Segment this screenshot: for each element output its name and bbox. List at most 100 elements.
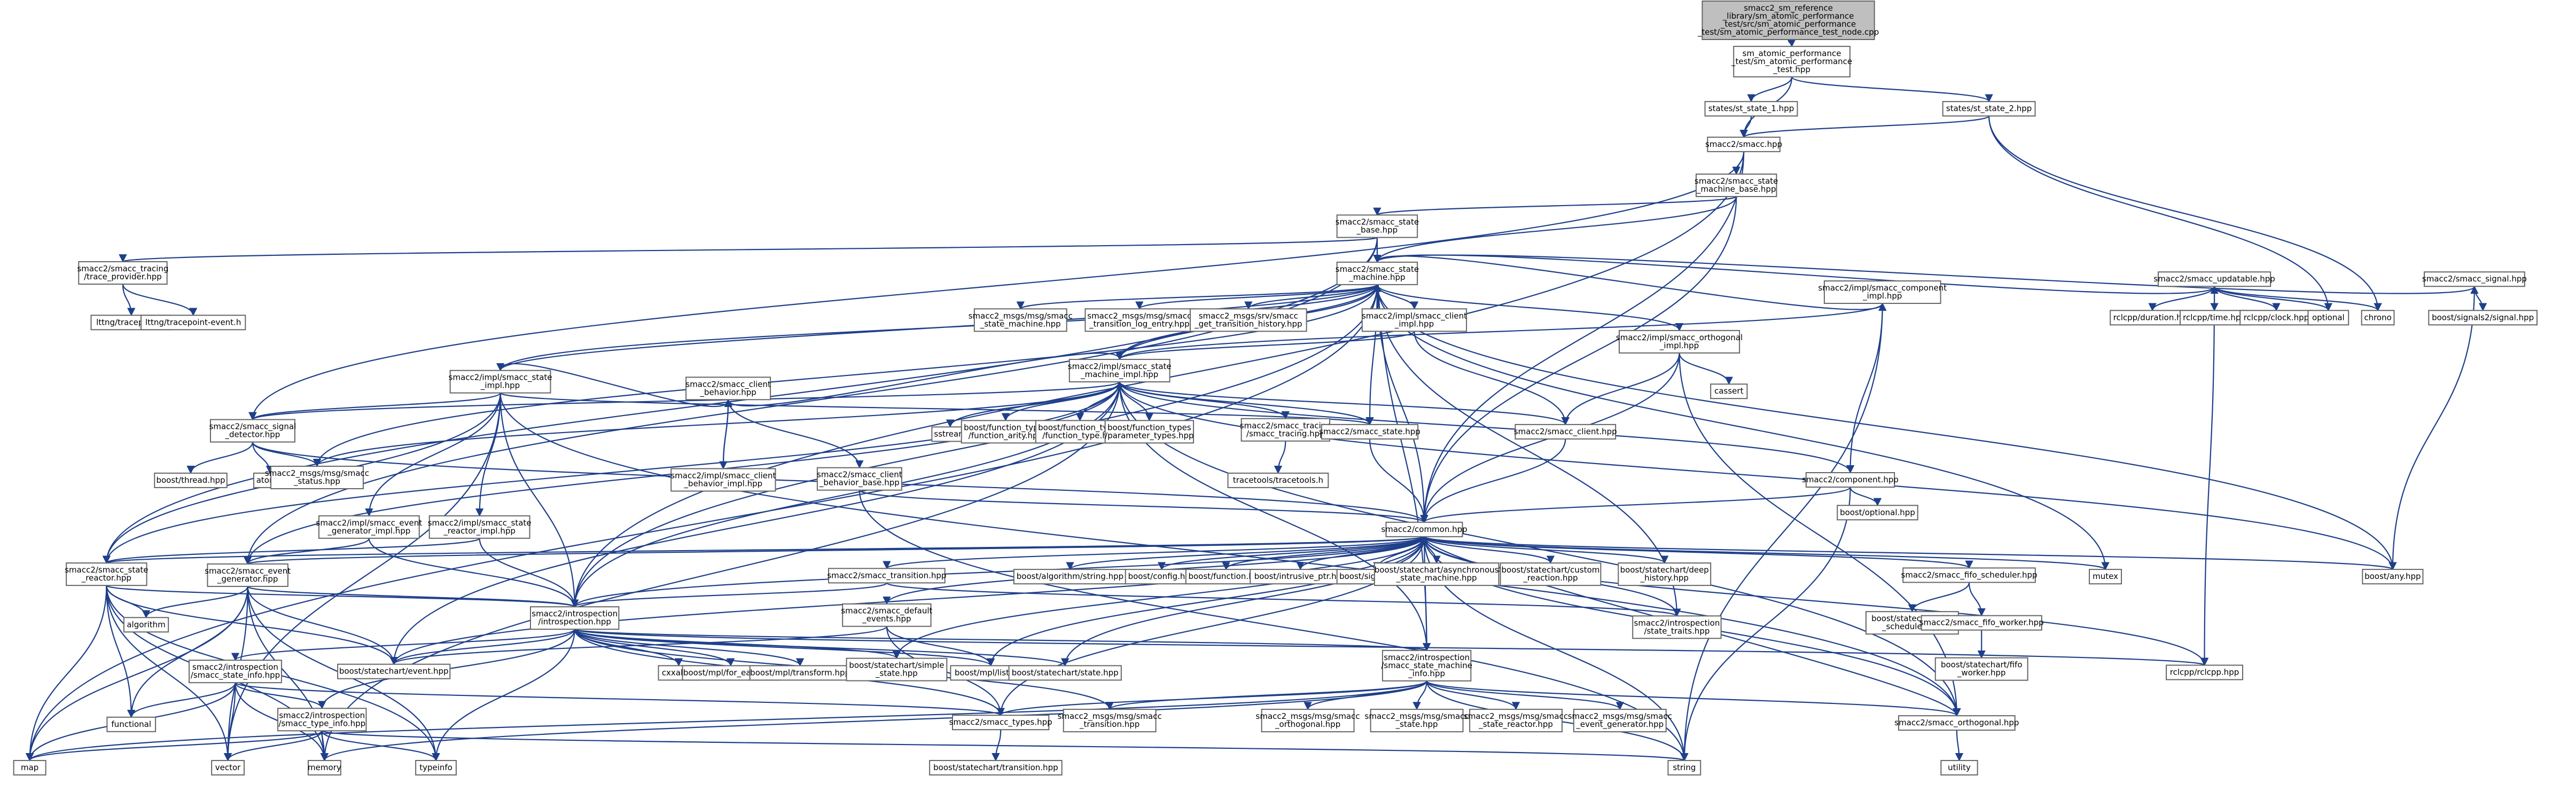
node-label-line: _base.hpp xyxy=(1356,225,1398,236)
node-state_traits[interactable]: smacc2/introspection/state_traits.hpp xyxy=(1632,615,1722,639)
node-bsc_transition[interactable]: boost/statechart/transition.hpp xyxy=(929,759,1063,776)
node-smimpl[interactable]: smacc2/impl/smacc_state_machine_impl.hpp xyxy=(1068,358,1172,382)
node-root[interactable]: smacc2_sm_reference_library/sm_atomic_pe… xyxy=(1697,1,1879,40)
node-reactor[interactable]: smacc2/smacc_state_reactor.hpp xyxy=(65,562,149,586)
node-orthimpl[interactable]: smacc2/impl/smacc_orthogonal_impl.hpp xyxy=(1616,330,1743,354)
node-boost_optional[interactable]: boost/optional.hpp xyxy=(1837,505,1918,521)
node-transition[interactable]: smacc2/smacc_transition.hpp xyxy=(827,568,946,584)
node-boost_intrusive[interactable]: boost/intrusive_ptr.hpp xyxy=(1250,569,1352,585)
node-chrono[interactable]: chrono xyxy=(2361,310,2395,326)
node-updatable[interactable]: smacc2/smacc_updatable.hpp xyxy=(2153,271,2275,287)
node-sm_info[interactable]: smacc2/introspection/smacc_state_machine… xyxy=(1381,649,1472,682)
node-msg_sm[interactable]: smacc2_msgs/msg/smacc_state_machine.hpp xyxy=(969,308,1073,332)
node-st2[interactable]: states/st_state_2.hpp xyxy=(1942,101,2036,117)
node-rclcpp_clock[interactable]: rclcpp/clock.hpp xyxy=(2239,310,2313,326)
node-tracing_h[interactable]: smacc2/smacc_tracing/smacc_tracing.hpp xyxy=(1240,418,1331,442)
node-map[interactable]: map xyxy=(13,759,46,776)
node-clientbehimpl[interactable]: smacc2/impl/smacc_client_behavior_impl.h… xyxy=(670,468,776,492)
node-rclcpp_time[interactable]: rclcpp/time.hpp xyxy=(2180,310,2250,326)
node-msg_evgen[interactable]: smacc2_msgs/msg/smacc_event_generator.hp… xyxy=(1568,709,1672,733)
edge-smimpl-to-bft_arity xyxy=(1001,381,1120,421)
node-label-line: smacc2_msgs/msg/smacc xyxy=(265,468,369,479)
node-label-line: _state_reactor.hpp xyxy=(1478,719,1553,730)
node-msg_log[interactable]: smacc2_msgs/msg/smacc_transition_log_ent… xyxy=(1084,308,1195,332)
node-evgen[interactable]: smacc2/smacc_event_generator.hpp xyxy=(205,563,291,587)
node-clientbeh[interactable]: smacc2/smacc_client_behavior.hpp xyxy=(685,377,771,401)
node-smacc_types[interactable]: smacc2/smacc_types.hpp xyxy=(949,715,1052,731)
node-smacc[interactable]: smacc2/smacc.hpp xyxy=(1705,136,1782,152)
node-fifo_sched[interactable]: smacc2/smacc_fifo_scheduler.hpp xyxy=(1901,567,2038,583)
node-rclcpp[interactable]: rclcpp/rclcpp.hpp xyxy=(2166,664,2244,680)
node-bsc_deep[interactable]: boost/statechart/deep_history.hpp xyxy=(1618,562,1712,586)
node-box xyxy=(207,563,288,587)
node-label-line: smacc2_sm_reference xyxy=(1744,3,1833,13)
node-statehpp[interactable]: smacc2/smacc_state.hpp xyxy=(1319,424,1420,440)
node-tracing[interactable]: smacc2/smacc_tracing/trace_provider.hpp xyxy=(77,261,168,285)
node-label-line: smacc2/smacc_orthogonal.hpp xyxy=(1894,718,2019,728)
node-msg_orth[interactable]: smacc2_msgs/msg/smacc_orthogonal.hpp xyxy=(1256,709,1360,733)
node-vector[interactable]: vector xyxy=(211,759,245,776)
node-bft_param[interactable]: boost/function_types/parameter_types.hpp xyxy=(1104,420,1195,444)
edge-state_info-to-vector xyxy=(223,683,236,762)
edge-statemachine-to-signal xyxy=(1376,254,2479,294)
node-msg_status[interactable]: smacc2_msgs/msg/smacc_status.hpp xyxy=(265,465,369,489)
node-clientimpl[interactable]: smacc2/impl/smacc_client_impl.hpp xyxy=(1361,308,1467,332)
node-lttngtpe[interactable]: lttng/tracepoint-event.h xyxy=(140,315,246,331)
node-tracepoints[interactable]: tracetools/tracetools.h xyxy=(1227,472,1329,488)
node-msg_trans[interactable]: smacc2_msgs/msg/smacc_transition.hpp xyxy=(1058,709,1162,733)
node-stateimpl[interactable]: smacc2/impl/smacc_state_impl.hpp xyxy=(449,370,552,394)
node-srv_hist[interactable]: smacc2_msgs/srv/smacc_get_transition_his… xyxy=(1189,308,1307,332)
node-default_events[interactable]: smacc2/smacc_default_events.hpp xyxy=(841,603,933,627)
node-functional[interactable]: functional xyxy=(106,716,157,732)
node-optional[interactable]: optional xyxy=(2307,310,2349,326)
node-statemachine[interactable]: smacc2/smacc_state_machine.hpp xyxy=(1336,261,1419,285)
node-statebase[interactable]: smacc2/smacc_state_base.hpp xyxy=(1336,214,1419,238)
node-sigdet[interactable]: smacc2/smacc_signal_detector.hpp xyxy=(209,419,296,443)
node-boost_thread[interactable]: boost/thread.hpp xyxy=(154,472,228,488)
node-clienthpp[interactable]: smacc2/smacc_client.hpp xyxy=(1514,424,1617,440)
node-componenthpp[interactable]: smacc2/component.hpp xyxy=(1802,472,1899,488)
node-state_info[interactable]: smacc2/introspection/smacc_state_info.hp… xyxy=(189,660,282,684)
node-compimpl[interactable]: smacc2/impl/smacc_component_impl.hpp xyxy=(1818,280,1947,304)
edge-statemachine-to-msg_sm xyxy=(1016,284,1378,310)
node-algorithm[interactable]: algorithm xyxy=(123,617,169,633)
node-signal[interactable]: smacc2/smacc_signal.hpp xyxy=(2422,271,2527,287)
node-fifo_worker[interactable]: smacc2/smacc_fifo_worker.hpp xyxy=(1919,615,2044,631)
node-mutex[interactable]: mutex xyxy=(2089,569,2122,585)
node-string[interactable]: string xyxy=(1667,759,1701,776)
node-introspection[interactable]: smacc2/introspection/introspection.hpp xyxy=(529,606,620,630)
node-smhpp[interactable]: sm_atomic_performance_test/sm_atomic_per… xyxy=(1731,45,1852,77)
node-type_info[interactable]: smacc2/introspection/smacc_type_info.hpp xyxy=(277,708,367,732)
node-utility[interactable]: utility xyxy=(1940,759,1978,776)
node-msg_state[interactable]: smacc2_msgs/msg/smacc_state.hpp xyxy=(1365,709,1469,733)
node-label-line: _reactor_impl.hpp xyxy=(443,526,516,536)
node-typeinfo[interactable]: typeinfo xyxy=(415,759,457,776)
node-smbase[interactable]: smacc2/smacc_state_machine_base.hpp xyxy=(1695,173,1778,197)
node-bsc_simple_state[interactable]: boost/statechart/simple_state.hpp xyxy=(846,657,948,682)
node-cassert[interactable]: cassert xyxy=(1710,383,1748,400)
node-bsc_custom[interactable]: boost/statechart/custom_reaction.hpp xyxy=(1500,562,1602,586)
node-label-line: /function_type.hpp xyxy=(1042,430,1118,441)
edge-smimpl-to-memory xyxy=(320,381,1120,762)
node-bsc_event[interactable]: boost/statechart/event.hpp xyxy=(337,663,451,679)
node-orthogonal[interactable]: smacc2/smacc_orthogonal.hpp xyxy=(1894,715,2019,731)
node-mpl_transform[interactable]: boost/mpl/transform.hpp xyxy=(749,665,851,681)
node-reactorimpl[interactable]: smacc2/impl/smacc_state_reactor_impl.hpp xyxy=(428,515,532,539)
node-clientbehbase[interactable]: smacc2/smacc_client_behavior_base.hpp xyxy=(816,467,902,491)
node-label-line: _generator.hpp xyxy=(217,574,278,584)
node-bft_arity[interactable]: boost/function_types/function_arity.hpp xyxy=(961,420,1051,444)
node-boost_signals2_signal[interactable]: boost/signals2/signal.hpp xyxy=(2428,310,2538,326)
node-memory[interactable]: memory xyxy=(307,759,341,776)
node-evgenimpl[interactable]: smacc2/impl/smacc_event_generator_impl.h… xyxy=(316,515,423,539)
node-st1[interactable]: states/st_state_1.hpp xyxy=(1704,101,1798,117)
node-boost_any[interactable]: boost/any.hpp xyxy=(2362,569,2424,585)
edge-compimpl-to-string xyxy=(1680,303,1883,762)
node-bsc_async[interactable]: boost/statechart/asynchronous_state_mach… xyxy=(1373,562,1500,586)
node-msg_reactor[interactable]: smacc2_msgs/msg/smacc_state_reactor.hpp xyxy=(1464,709,1568,733)
node-boost_algo[interactable]: boost/algorithm/string.hpp xyxy=(1013,569,1127,585)
node-bsc_fifo_worker[interactable]: boost/statechart/fifo_worker.hpp xyxy=(1934,657,2028,681)
edge-default_events-to-bsc_event xyxy=(389,625,887,665)
node-bsc_state[interactable]: boost/statechart/state.hpp xyxy=(1008,665,1122,681)
edge-updatable-to-optional xyxy=(2213,286,2332,311)
node-common[interactable]: smacc2/common.hpp xyxy=(1381,521,1467,537)
